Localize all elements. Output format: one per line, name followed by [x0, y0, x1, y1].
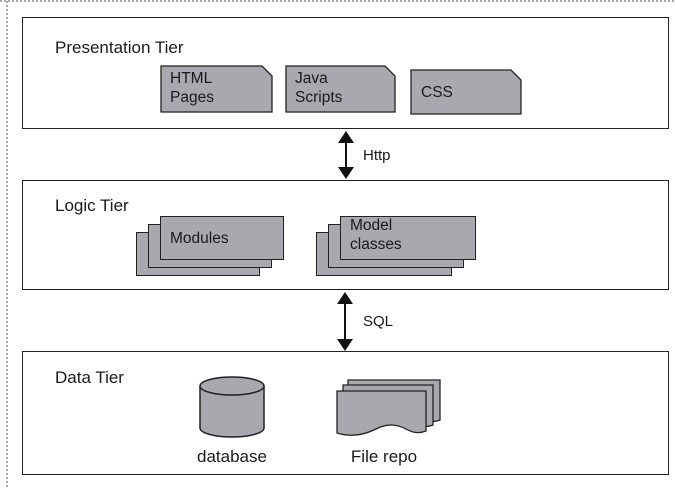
java-scripts-label: Java Scripts — [295, 70, 343, 106]
html-pages-label: HTML Pages — [170, 70, 214, 106]
database-label: database — [197, 447, 267, 466]
sql-label: SQL — [363, 313, 394, 330]
http-label: Http — [363, 147, 391, 164]
presentation-tier-title: Presentation Tier — [55, 38, 184, 57]
css-label: CSS — [421, 84, 453, 101]
data-tier-title: Data Tier — [55, 368, 124, 387]
logic-tier-title: Logic Tier — [55, 196, 129, 215]
java-scripts-doc-shape — [285, 65, 396, 113]
css-doc-shape — [410, 69, 522, 115]
modules-label: Modules — [170, 230, 229, 247]
model-classes-label: Model classes — [350, 217, 402, 253]
html-pages-doc-shape — [160, 65, 273, 113]
file-repo-label: File repo — [350, 447, 418, 466]
modules-box — [160, 216, 284, 260]
model-classes-box — [340, 216, 476, 260]
